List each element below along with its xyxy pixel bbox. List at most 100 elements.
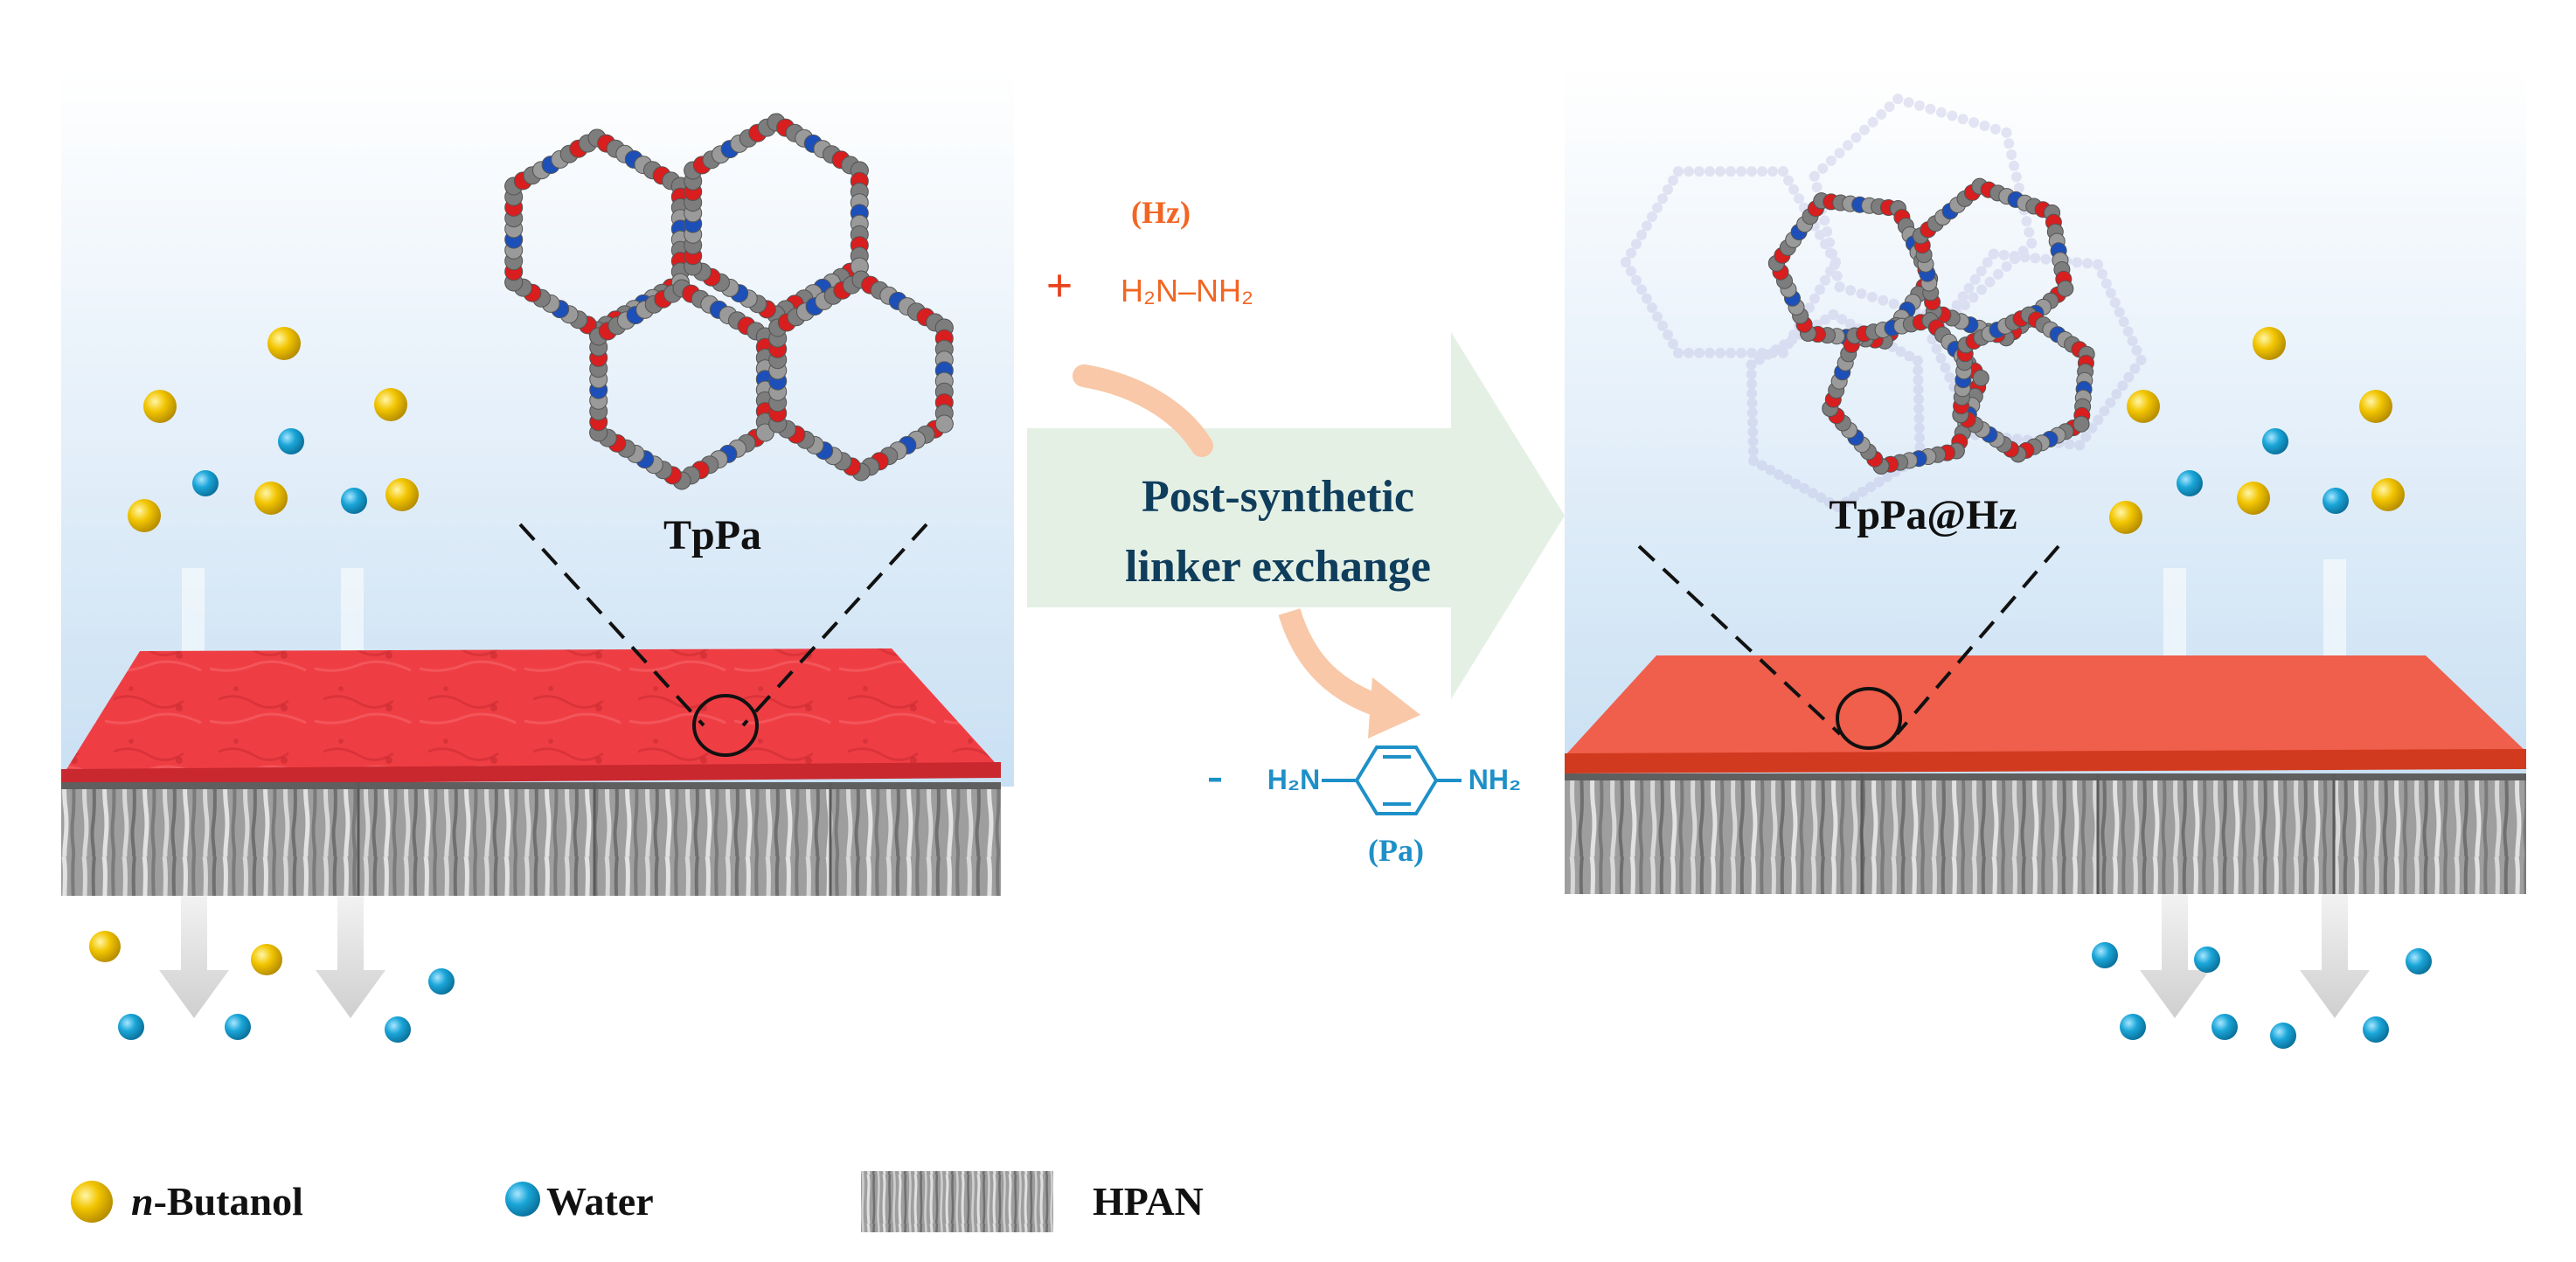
framework-atom	[2001, 127, 2012, 138]
framework-atom	[1705, 166, 1715, 177]
framework-atom	[1736, 347, 1746, 358]
tppa-title: TpPa	[663, 512, 761, 558]
framework-atom	[1976, 284, 1987, 295]
framework-atom	[1884, 101, 1895, 113]
water-molecule	[428, 968, 455, 995]
framework-atom	[1747, 446, 1759, 457]
framework-atom	[2131, 345, 2142, 356]
framework-atom	[2105, 288, 2116, 299]
framework-atom	[1968, 292, 1979, 303]
water-molecule	[2120, 1014, 2146, 1040]
framework-atom	[1820, 314, 1830, 325]
legend-hpan-swatch	[861, 1171, 1053, 1232]
framework-atom	[1663, 329, 1673, 341]
framework-atom	[2074, 440, 2086, 451]
framework-atom	[1830, 257, 1841, 267]
butanol-molecule	[385, 478, 419, 511]
framework-atom	[1944, 371, 1955, 383]
framework-atom	[1925, 103, 1936, 114]
framework-atom	[1804, 302, 1815, 313]
framework-atom	[1984, 276, 1996, 288]
framework-atom	[1715, 166, 1725, 177]
right-zoom-line-left	[1637, 544, 1842, 736]
framework-atom	[1834, 281, 1845, 293]
framework-atom	[1668, 338, 1678, 350]
framework-atom	[1822, 226, 1833, 237]
framework-atom	[1830, 257, 1841, 267]
framework-atom	[1811, 182, 1823, 193]
framework-atom	[1756, 460, 1767, 471]
butanol-molecule	[2109, 501, 2142, 534]
framework-atom	[1781, 474, 1793, 485]
water-molecule	[2177, 470, 2203, 496]
left-hpan-support	[61, 782, 1001, 896]
water-molecule	[385, 1016, 411, 1043]
butanol-molecule	[2371, 478, 2405, 511]
framework-atom	[2074, 440, 2086, 451]
right-feed-molecules	[2109, 327, 2405, 534]
framework-atom	[2026, 238, 2038, 249]
framework-atom	[2009, 251, 2020, 261]
framework-atom	[1892, 94, 1904, 105]
linker-exchange-arrow	[1027, 332, 1565, 699]
framework-atom	[1859, 124, 1870, 135]
framework-atom	[1951, 300, 1962, 311]
framework-atom	[1837, 314, 1848, 325]
framework-atom	[1657, 320, 1668, 331]
framework-atom	[1746, 407, 1758, 419]
butanol-molecule	[2253, 327, 2286, 360]
framework-atom	[1823, 496, 1835, 508]
framework-atom	[1809, 293, 1820, 304]
legend-water-label: Water	[546, 1179, 654, 1224]
framework-atom	[1746, 369, 1757, 380]
framework-atom	[1843, 140, 1853, 151]
framework-atom	[1642, 293, 1652, 304]
framework-atom	[1778, 166, 1788, 177]
butanol-molecule	[128, 499, 161, 532]
framework-atom	[1828, 309, 1839, 320]
framework-atom	[1820, 274, 1830, 286]
tppa-layer	[61, 648, 1001, 778]
framework-atom	[1673, 347, 1684, 358]
framework-atom	[2111, 388, 2122, 399]
left-permeate-arrows	[159, 896, 385, 1018]
framework-atom	[1770, 344, 1781, 356]
framework-atom	[1765, 464, 1776, 475]
framework-atom	[1715, 347, 1725, 358]
framework-atom	[1850, 132, 1862, 143]
arrow-label-line1: Post-synthetic	[1142, 472, 1414, 522]
framework-atom	[1815, 284, 1825, 295]
pa-abbrev: (Pa)	[1368, 833, 1424, 868]
framework-atom	[1767, 166, 1778, 177]
right-hpan-support	[1565, 773, 2526, 894]
butanol-molecule	[254, 482, 288, 515]
framework-atom	[1631, 274, 1642, 286]
right-permeate-arrow-1	[2140, 894, 2210, 1018]
right-permeate-arrows	[2140, 894, 2370, 1018]
framework-atom	[2021, 216, 2032, 227]
framework-atom	[1892, 94, 1904, 105]
framework-atom	[1912, 355, 1923, 366]
framework-atom	[1988, 248, 1999, 260]
left-zoom-line-left	[518, 523, 705, 727]
pa-remove-sign: -	[1207, 749, 1223, 801]
right-permeate-arrow-2	[2300, 894, 2370, 1018]
framework-atom	[1827, 248, 1837, 260]
framework-atom	[2100, 278, 2112, 289]
framework-atom	[1778, 347, 1788, 358]
framework-atom	[1787, 334, 1798, 345]
water-molecule	[341, 488, 367, 514]
framework-atom	[1935, 107, 1947, 118]
framework-atom	[1673, 347, 1684, 358]
framework-atom	[2122, 326, 2134, 337]
framework-atom	[1940, 362, 1951, 373]
pa-formula-right: NH₂	[1469, 764, 1521, 795]
water-molecule	[192, 470, 219, 496]
framework-atom	[1788, 184, 1799, 195]
framework-atom	[1913, 374, 1924, 385]
framework-atom	[1794, 193, 1804, 205]
left-permeate-molecules	[89, 931, 455, 1043]
framework-atom	[1673, 166, 1684, 177]
framework-atom	[1888, 298, 1899, 309]
